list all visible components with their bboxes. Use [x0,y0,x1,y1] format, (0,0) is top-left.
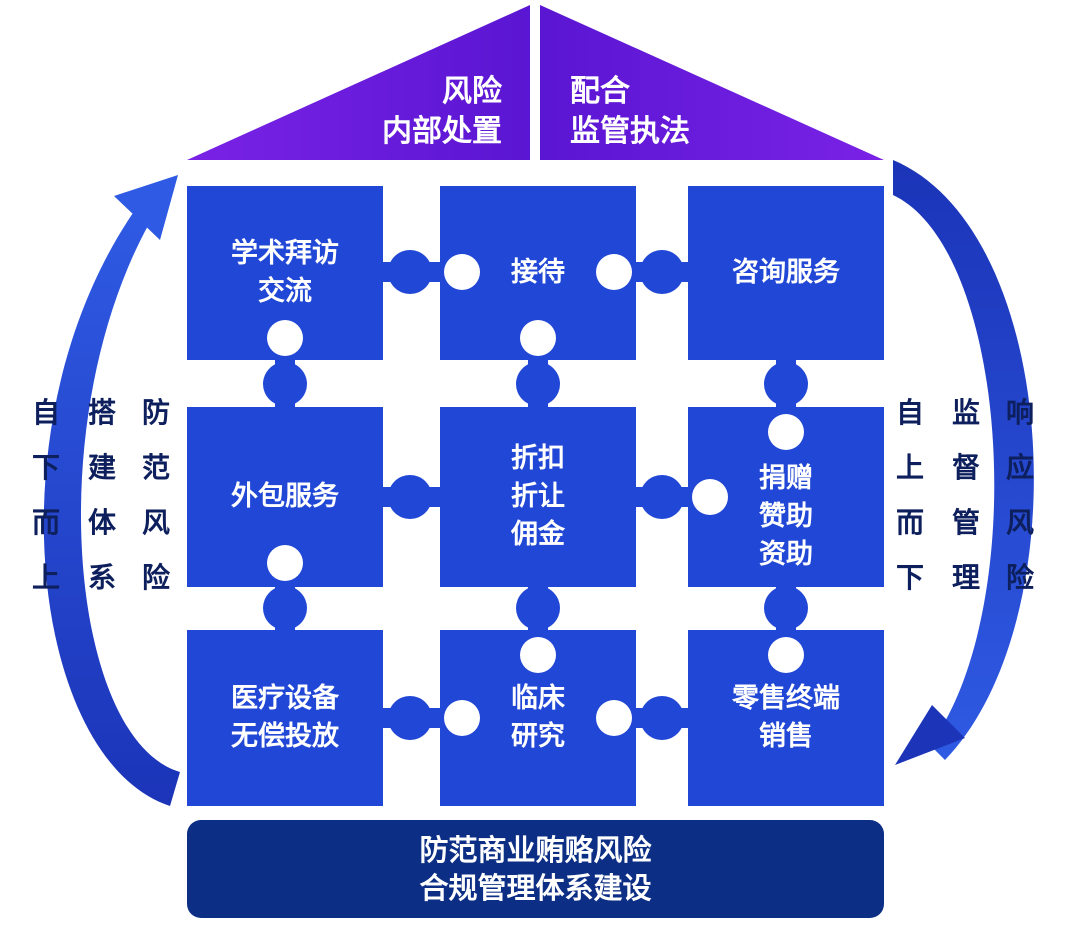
label-consulting: 咨询服务 [732,257,840,288]
side-char: 应 [1005,451,1034,484]
right-side-col3: 响 应 风 险 [1000,385,1040,605]
side-char: 自 [895,396,924,429]
side-char: 下 [895,561,924,594]
roof-right-label: 配合 监管执法 [570,74,690,149]
side-char: 风 [1005,506,1034,539]
right-arrow-icon [893,160,1034,760]
roof-left-panel [187,5,530,160]
left-side-col1: 自 下 而 上 [26,385,66,605]
label-donation: 捐赠 赞助 资助 [759,463,813,570]
side-char: 响 [1005,396,1034,429]
side-char: 险 [1005,561,1034,594]
side-char: 自 [31,396,60,429]
puzzle-grid [187,186,884,806]
left-side-col2: 搭 建 体 系 [82,385,122,605]
right-arrowhead-icon [895,705,965,765]
roof-left-label: 风险 内部处置 [382,74,502,149]
puzzle-knobs [263,250,808,740]
side-char: 上 [31,561,60,594]
label-discount: 折扣 折让 佣金 [511,443,565,550]
label-equipment: 医疗设备 无偿投放 [231,683,339,752]
puzzle-piece-consulting [688,186,884,360]
side-char: 搭 [87,396,116,429]
label-outsourcing: 外包服务 [231,481,339,512]
right-side-col1: 自 上 而 下 [890,385,930,605]
side-char: 而 [895,506,924,539]
label-retail: 零售终端 销售 [732,683,840,752]
side-char: 监 [951,396,980,429]
label-clinical: 临床 研究 [511,683,565,752]
side-char: 范 [141,451,170,484]
side-char: 下 [31,451,60,484]
puzzle-piece-discount [440,407,636,587]
side-char: 体 [87,506,116,539]
label-academic-visit: 学术拜访 交流 [231,238,339,307]
roof-right-panel [540,5,884,160]
left-arrow-icon [43,210,180,806]
side-char: 建 [87,451,116,484]
right-side-col2: 监 督 管 理 [946,385,986,605]
side-char: 系 [87,561,116,594]
side-char: 而 [31,506,60,539]
puzzle-sockets [267,254,804,736]
side-char: 督 [951,451,980,484]
left-arrowhead-icon [114,175,178,240]
puzzle-piece-equipment [187,630,383,806]
side-char: 防 [141,396,170,429]
foundation-label: 防范商业贿赂风险 合规管理体系建设 [419,833,652,905]
side-char: 管 [951,506,980,539]
side-char: 风 [141,506,170,539]
foundation-bar: 防范商业贿赂风险 合规管理体系建设 [187,820,884,918]
left-side-col3: 防 范 风 险 [136,385,176,605]
side-char: 理 [951,561,980,594]
side-char: 险 [141,561,170,594]
label-reception: 接待 [511,257,565,288]
side-char: 上 [895,451,924,484]
